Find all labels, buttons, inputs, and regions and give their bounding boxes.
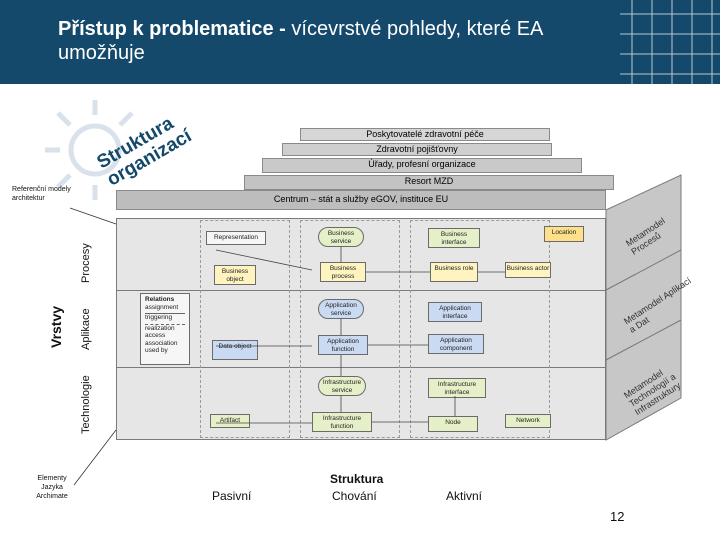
box-node: Node <box>428 416 478 432</box>
box-business-process: Business process <box>320 262 366 282</box>
box-business-service: Business service <box>318 227 364 247</box>
column-passive <box>200 220 290 438</box>
row-label-processes: Procesy <box>80 243 92 283</box>
org-layer-center: Centrum – stát a služby eGOV, instituce … <box>116 190 606 210</box>
note-archimate-elements: Elementy Jazyka Archimate <box>36 475 68 500</box>
relation-triggering: triggering <box>145 314 173 321</box>
row-label-applications: Aplikace <box>80 308 92 350</box>
box-infrastructure-interface: Infrastructure interface <box>428 378 486 398</box>
org-layer-ministry-label: Resort MZD <box>404 176 454 186</box>
archimate-diagram <box>116 218 606 440</box>
org-layer-center-label: Centrum – stát a služby eGOV, instituce … <box>273 194 449 204</box>
note-reference-models: Referenční modely architektur <box>12 186 71 202</box>
box-representation: Representation <box>206 231 266 245</box>
title-rest: vícevrstvé pohledy, které EA umožňuje <box>58 18 543 64</box>
box-infrastructure-function: Infrastructure function <box>312 412 372 432</box>
box-artifact: Artifact <box>210 414 250 428</box>
note-pointer-lines <box>69 207 117 486</box>
slide-title: Přístup k problematice - vícevrstvé pohl… <box>58 17 618 65</box>
label-passive: Pasivní <box>212 489 252 503</box>
box-network: Network <box>505 414 551 428</box>
relations-title: Relations <box>145 296 175 303</box>
diagram-connectors <box>215 247 505 424</box>
row-label-technology: Technologie <box>80 375 92 434</box>
box-business-object: Business object <box>214 265 256 285</box>
row-divider <box>116 290 606 291</box>
box-location: Location <box>544 226 584 242</box>
box-business-interface: Business interface <box>428 228 480 248</box>
header-grid-decoration <box>620 0 720 84</box>
page-number: 12 <box>610 509 625 524</box>
org-layer-authorities: Úřady, profesní organizace <box>262 158 582 173</box>
label-active: Aktivní <box>446 489 483 503</box>
box-application-function: Application function <box>318 335 368 355</box>
cube-sides <box>605 174 682 441</box>
header-bar <box>0 0 720 84</box>
relation-access: access <box>145 332 166 339</box>
box-business-role: Business role <box>430 262 478 282</box>
org-layer-insurers: Zdravotní pojišťovny <box>282 143 552 156</box>
row-divider <box>116 367 606 368</box>
sun-decoration <box>45 100 134 200</box>
box-infrastructure-service: Infrastructure service <box>318 376 366 396</box>
relation-association: association <box>145 339 178 347</box>
relations-legend: Relations assignment triggering realizat… <box>140 293 190 365</box>
column-behavior <box>300 220 400 438</box>
box-data-object: Data object <box>212 340 258 360</box>
org-layer-authorities-label: Úřady, profesní organizace <box>368 159 476 169</box>
box-application-service: Application service <box>318 299 364 319</box>
box-application-component: Application component <box>428 334 484 354</box>
relation-used-by: used by <box>145 347 168 354</box>
box-application-interface: Application interface <box>428 302 482 322</box>
rows-group-label: Vrstvy <box>48 305 64 348</box>
label-behavior: Chování <box>332 489 377 503</box>
org-layer-ministry: Resort MZD <box>244 175 614 190</box>
label-structure: Struktura <box>330 472 384 486</box>
relation-assignment: assignment <box>145 303 179 311</box>
title-bold: Přístup k problematice - <box>58 18 286 40</box>
relation-realization: realization <box>145 324 175 332</box>
org-layer-insurers-label: Zdravotní pojišťovny <box>376 144 458 154</box>
box-business-actor: Business actor <box>505 262 551 278</box>
org-layer-providers-label: Poskytovatelé zdravotní péče <box>366 129 484 139</box>
column-active <box>410 220 550 438</box>
org-layer-providers: Poskytovatelé zdravotní péče <box>300 128 550 141</box>
